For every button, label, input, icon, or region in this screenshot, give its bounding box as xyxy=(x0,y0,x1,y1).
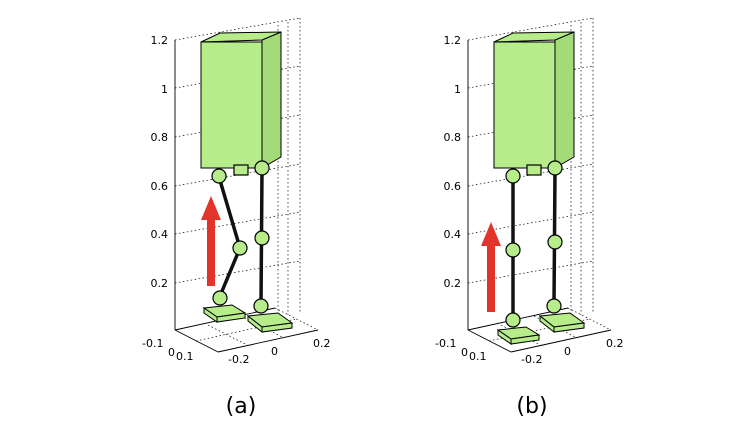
z-tick: 1.2 xyxy=(444,34,462,47)
hip-joint xyxy=(211,168,227,184)
robot-torso xyxy=(200,41,263,169)
x-tick: -0.1 xyxy=(435,337,456,350)
z-tick: 0.8 xyxy=(151,131,169,144)
rear-foot-side xyxy=(553,322,585,333)
z-tick: 1 xyxy=(454,83,461,96)
shank-link xyxy=(218,246,242,298)
caption-a: (a) xyxy=(226,394,257,419)
panel-a: 1.2 1 0.8 0.6 0.4 0.2 -0.1 0 0.1 -0.2 0 … xyxy=(142,17,331,419)
robot-b xyxy=(493,31,586,345)
z-tick: 0.6 xyxy=(444,180,462,193)
y-tick: -0.2 xyxy=(521,353,542,366)
robot-a xyxy=(200,31,294,334)
hip-joint xyxy=(505,168,521,184)
floor-tick-labels-a: -0.1 0 0.1 -0.2 0 0.2 xyxy=(142,337,331,366)
y-tick: 0.2 xyxy=(313,337,331,350)
z-tick: 0.4 xyxy=(151,228,169,241)
robot-torso xyxy=(493,41,556,169)
robot-torso-side xyxy=(554,31,575,169)
rear-knee-joint xyxy=(547,234,563,250)
caption-b: (b) xyxy=(516,394,547,419)
thigh-link xyxy=(217,175,242,250)
z-tick: 1.2 xyxy=(151,34,169,47)
x-tick: -0.1 xyxy=(142,337,163,350)
floor-tick-labels-b: -0.1 0 0.1 -0.2 0 0.2 xyxy=(435,337,624,366)
y-tick: 0.2 xyxy=(606,337,624,350)
knee-joint xyxy=(232,240,248,256)
z-tick: 0.2 xyxy=(151,277,169,290)
y-tick: 0 xyxy=(564,345,571,358)
z-tick: 1 xyxy=(161,83,168,96)
hip-block xyxy=(526,164,542,176)
rear-hip-joint xyxy=(254,160,270,176)
front-foot-side xyxy=(216,312,246,323)
robot-torso-top xyxy=(493,31,575,43)
x-tick: 0.1 xyxy=(469,350,487,363)
z-tick-labels-a: 1.2 1 0.8 0.6 0.4 0.2 xyxy=(151,34,169,290)
x-tick: 0 xyxy=(461,346,468,359)
front-foot-side xyxy=(510,334,540,345)
robot-torso-side xyxy=(261,31,282,169)
rear-ankle-joint xyxy=(253,298,269,314)
z-tick: 0.8 xyxy=(444,131,462,144)
lift-arrow-b xyxy=(481,222,501,312)
x-tick: 0.1 xyxy=(176,350,194,363)
z-tick: 0.2 xyxy=(444,277,462,290)
rear-hip-joint xyxy=(547,160,563,176)
z-tick-labels-b: 1.2 1 0.8 0.6 0.4 0.2 xyxy=(444,34,462,290)
rear-knee-joint xyxy=(254,230,270,246)
lift-arrow-a xyxy=(201,196,221,286)
y-tick: -0.2 xyxy=(228,353,249,366)
hip-block xyxy=(233,164,249,176)
z-tick: 0.4 xyxy=(444,228,462,241)
ankle-joint xyxy=(505,312,521,328)
rear-ankle-joint xyxy=(546,298,562,314)
panel-b: 1.2 1 0.8 0.6 0.4 0.2 -0.1 0 0.1 -0.2 0 … xyxy=(435,17,624,419)
x-tick: 0 xyxy=(168,346,175,359)
z-tick: 0.6 xyxy=(151,180,169,193)
knee-joint xyxy=(505,242,521,258)
ankle-joint xyxy=(212,290,228,306)
y-tick: 0 xyxy=(271,345,278,358)
robot-torso-top xyxy=(200,31,282,43)
rear-foot-side xyxy=(261,322,293,333)
